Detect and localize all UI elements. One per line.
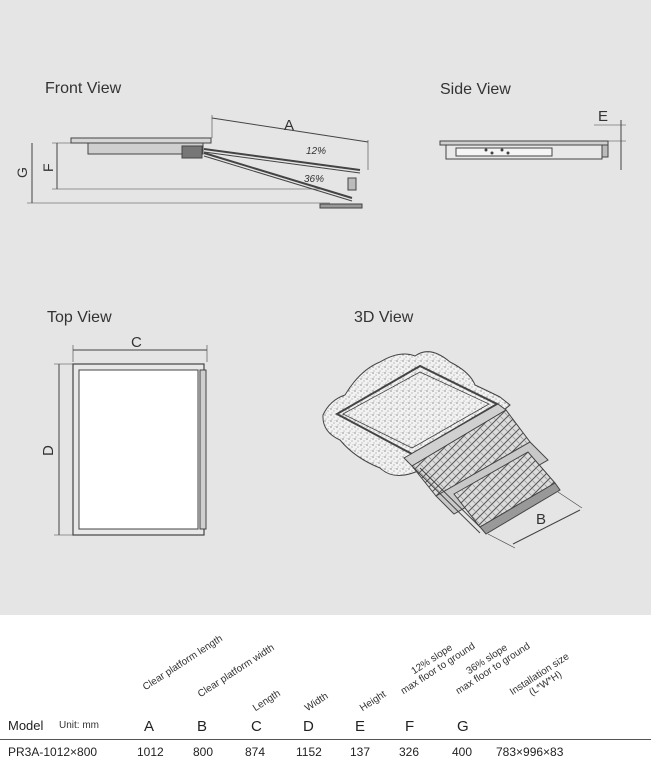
cell-a: 1012 (137, 745, 164, 759)
dim-e-label: E (598, 108, 608, 125)
unit-header: Unit: mm (59, 720, 99, 731)
dim-a-label: A (284, 117, 294, 134)
dim-g-label: G (14, 167, 30, 178)
cell-e: 137 (350, 745, 371, 759)
col-letter-c: C (251, 718, 262, 735)
cell-b: 800 (193, 745, 214, 759)
col-desc-c: Length (251, 688, 283, 714)
front-view-title: Front View (45, 80, 122, 97)
cell-d: 1152 (296, 745, 322, 759)
col-letter-d: D (303, 718, 314, 735)
front-view (27, 115, 369, 209)
side-view (439, 120, 626, 170)
side-view-title: Side View (440, 81, 511, 98)
cell-model: PR3A-1012×800 (8, 745, 98, 759)
slope-12-label: 12% (306, 146, 326, 157)
col-desc-d: Width (303, 690, 331, 714)
dim-b-label: B (536, 511, 546, 528)
cell-install: 783×996×83 (496, 745, 564, 759)
dim-d-label: D (40, 445, 57, 456)
col-letter-b: B (197, 718, 208, 735)
slope-36-label: 36% (304, 174, 324, 185)
top-view-title: Top View (47, 309, 112, 326)
top-view (54, 345, 208, 536)
col-letter-g: G (457, 718, 469, 735)
col-desc-e: Height (358, 689, 389, 714)
cell-f: 326 (399, 745, 420, 759)
cell-g: 400 (452, 745, 473, 759)
dim-c-label: C (131, 334, 142, 351)
model-header: Model (8, 718, 44, 733)
3d-view (322, 351, 583, 549)
spec-table: Clear platform length Clear platform wid… (0, 615, 651, 765)
drawing-panel: Front View Side View Top View 3D View (0, 0, 651, 615)
table-divider (0, 739, 651, 740)
col-desc-install: Installation size(L*W*H) (508, 651, 577, 707)
col-letter-a: A (144, 718, 155, 735)
col-letter-f: F (405, 718, 415, 735)
dim-f-label: F (40, 163, 56, 172)
col-letter-e: E (355, 718, 366, 735)
cell-c: 874 (245, 745, 266, 759)
3d-view-title: 3D View (354, 309, 414, 326)
technical-drawing: A 12% 36% F G E (14, 108, 626, 549)
